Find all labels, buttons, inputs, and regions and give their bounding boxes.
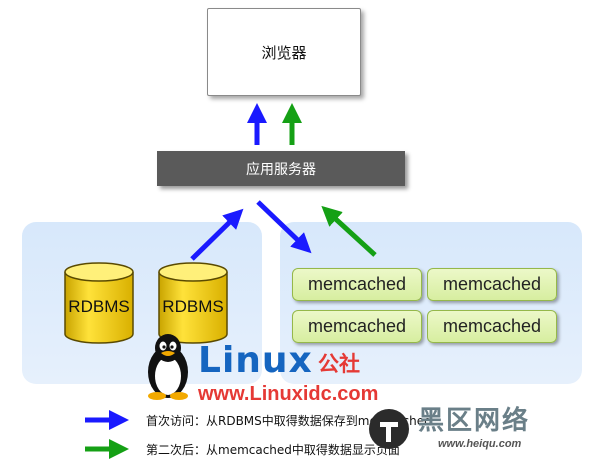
arrow-server-to-memcached: [256, 200, 312, 254]
database-cylinders: [64, 262, 228, 344]
watermark-logo-text: Linux: [198, 340, 313, 381]
database-cylinder-1: [64, 262, 134, 344]
brand-name: 黑区网络: [418, 406, 531, 436]
database-label-1: RDBMS: [68, 297, 130, 316]
memcached-node-2: memcached: [427, 268, 557, 301]
memcached-label: memcached: [442, 316, 542, 336]
watermark-url: www.Linuxidc.com: [198, 383, 379, 405]
memcached-node-3: memcached: [292, 310, 422, 343]
database-label-2: RDBMS: [162, 297, 224, 316]
memcached-label: memcached: [307, 316, 407, 336]
legend-first-access: 首次访问：从RDBMS中取得数据保存到memcached: [146, 414, 432, 428]
memcached-node-4: memcached: [427, 310, 557, 343]
memcached-label: memcached: [442, 274, 542, 294]
app-server-node: 应用服务器: [157, 151, 405, 186]
browser-label: 浏览器: [261, 43, 307, 62]
penguin-icon: [148, 334, 188, 400]
browser-node: 浏览器: [207, 8, 361, 96]
app-server-label: 应用服务器: [246, 161, 316, 178]
memcached-label: memcached: [307, 274, 407, 294]
memcached-node-1: memcached: [292, 268, 422, 301]
memcached-panel: [280, 222, 582, 384]
database-cylinder-2: [158, 262, 228, 344]
arrow-db-to-server: [190, 208, 244, 261]
legend-second-access: 第二次后：从memcached中取得数据显示页面: [146, 443, 400, 457]
watermark-logo-cn: 公社: [318, 352, 360, 376]
brand-logo-icon: [369, 409, 409, 449]
brand-url: www.heiqu.com: [438, 438, 522, 450]
arrow-memcached-to-server: [321, 205, 377, 257]
